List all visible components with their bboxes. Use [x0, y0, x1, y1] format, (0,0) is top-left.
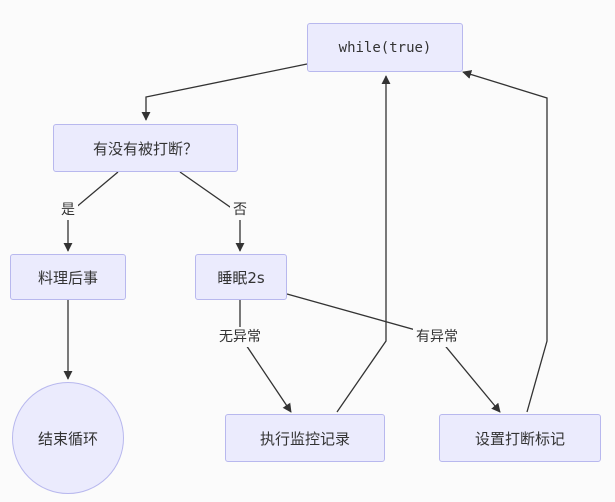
edge-sleep-to-setflag: [286, 293, 501, 413]
edge-label-no: 否: [230, 200, 250, 220]
node-cleanup: 料理后事: [10, 254, 126, 300]
edge-label-has-exception: 有异常: [413, 327, 461, 347]
edge-label-no-exception: 无异常: [216, 327, 264, 347]
node-set-interrupt-flag: 设置打断标记: [439, 414, 601, 462]
edge-sleep-to-monitor: [239, 300, 292, 413]
node-while-true: while(true): [307, 23, 463, 72]
edge-setflag-to-loop: [462, 70, 548, 413]
edge-label-yes: 是: [58, 200, 78, 220]
node-check-interrupt: 有没有被打断？: [53, 124, 238, 172]
node-end-loop: 结束循环: [12, 382, 124, 494]
node-sleep: 睡眠2s: [195, 254, 287, 300]
edge-monitor-to-loop: [336, 75, 391, 413]
edge-loop-to-check: [141, 63, 308, 121]
node-monitor-log: 执行监控记录: [225, 414, 385, 462]
